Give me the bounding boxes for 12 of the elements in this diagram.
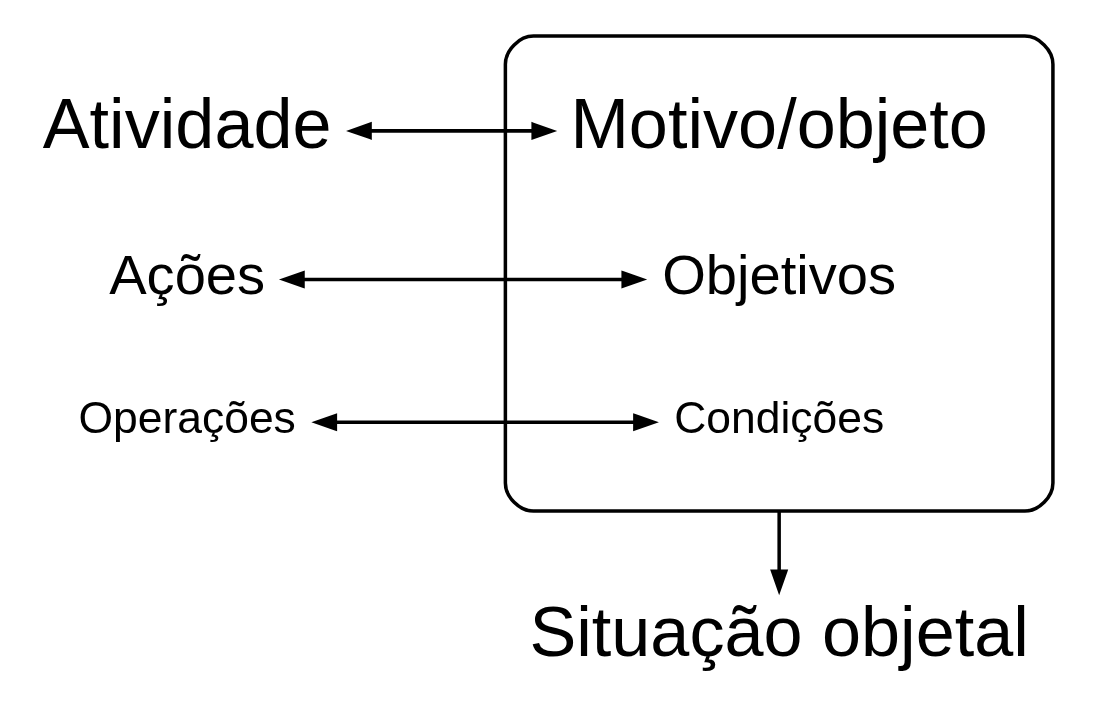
arrow [346,121,558,140]
node-text: Motivo/objeto [570,84,988,164]
node-text: Situação objetal [529,592,1029,672]
arrow [770,511,789,596]
node-text: Condições [674,393,885,443]
arrow [278,270,648,289]
node-text: Ações [109,242,266,306]
cluster [503,34,1055,513]
node-text: Atividade [42,84,332,164]
arrow [311,413,659,432]
node-text: Operações [78,393,296,443]
node-text: Objetivos [662,242,897,306]
